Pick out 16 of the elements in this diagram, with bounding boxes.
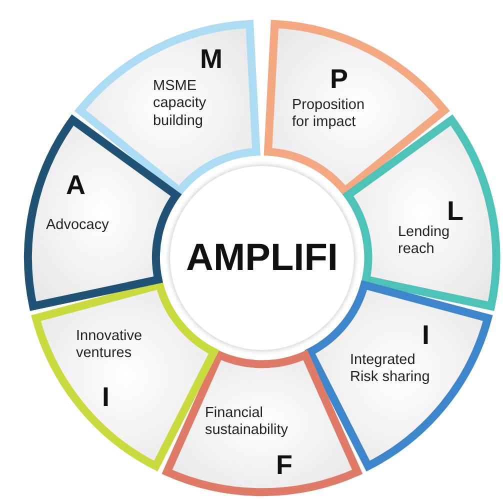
segment-label: Lending reach xyxy=(398,224,451,259)
segment-letter: I xyxy=(102,384,110,411)
hub-circle xyxy=(170,166,354,350)
segment-label: Integrated Risk sharing xyxy=(350,352,431,387)
segment-label: Innovative ventures xyxy=(76,328,144,363)
segment-letter: I xyxy=(422,322,430,349)
segment-letter: A xyxy=(66,172,86,199)
segment-label: MSME capacity building xyxy=(152,78,208,130)
segment-label: Proposition for impact xyxy=(292,96,366,132)
hub-title: AMPLIFI xyxy=(186,236,338,280)
segment-label: Advocacy xyxy=(46,216,110,234)
segment-letter: L xyxy=(446,198,464,225)
segment-label: Financial sustainability xyxy=(204,404,289,440)
segment-letter: M xyxy=(200,46,222,73)
segment-letter: F xyxy=(276,452,292,479)
segment-letter: P xyxy=(330,66,348,93)
